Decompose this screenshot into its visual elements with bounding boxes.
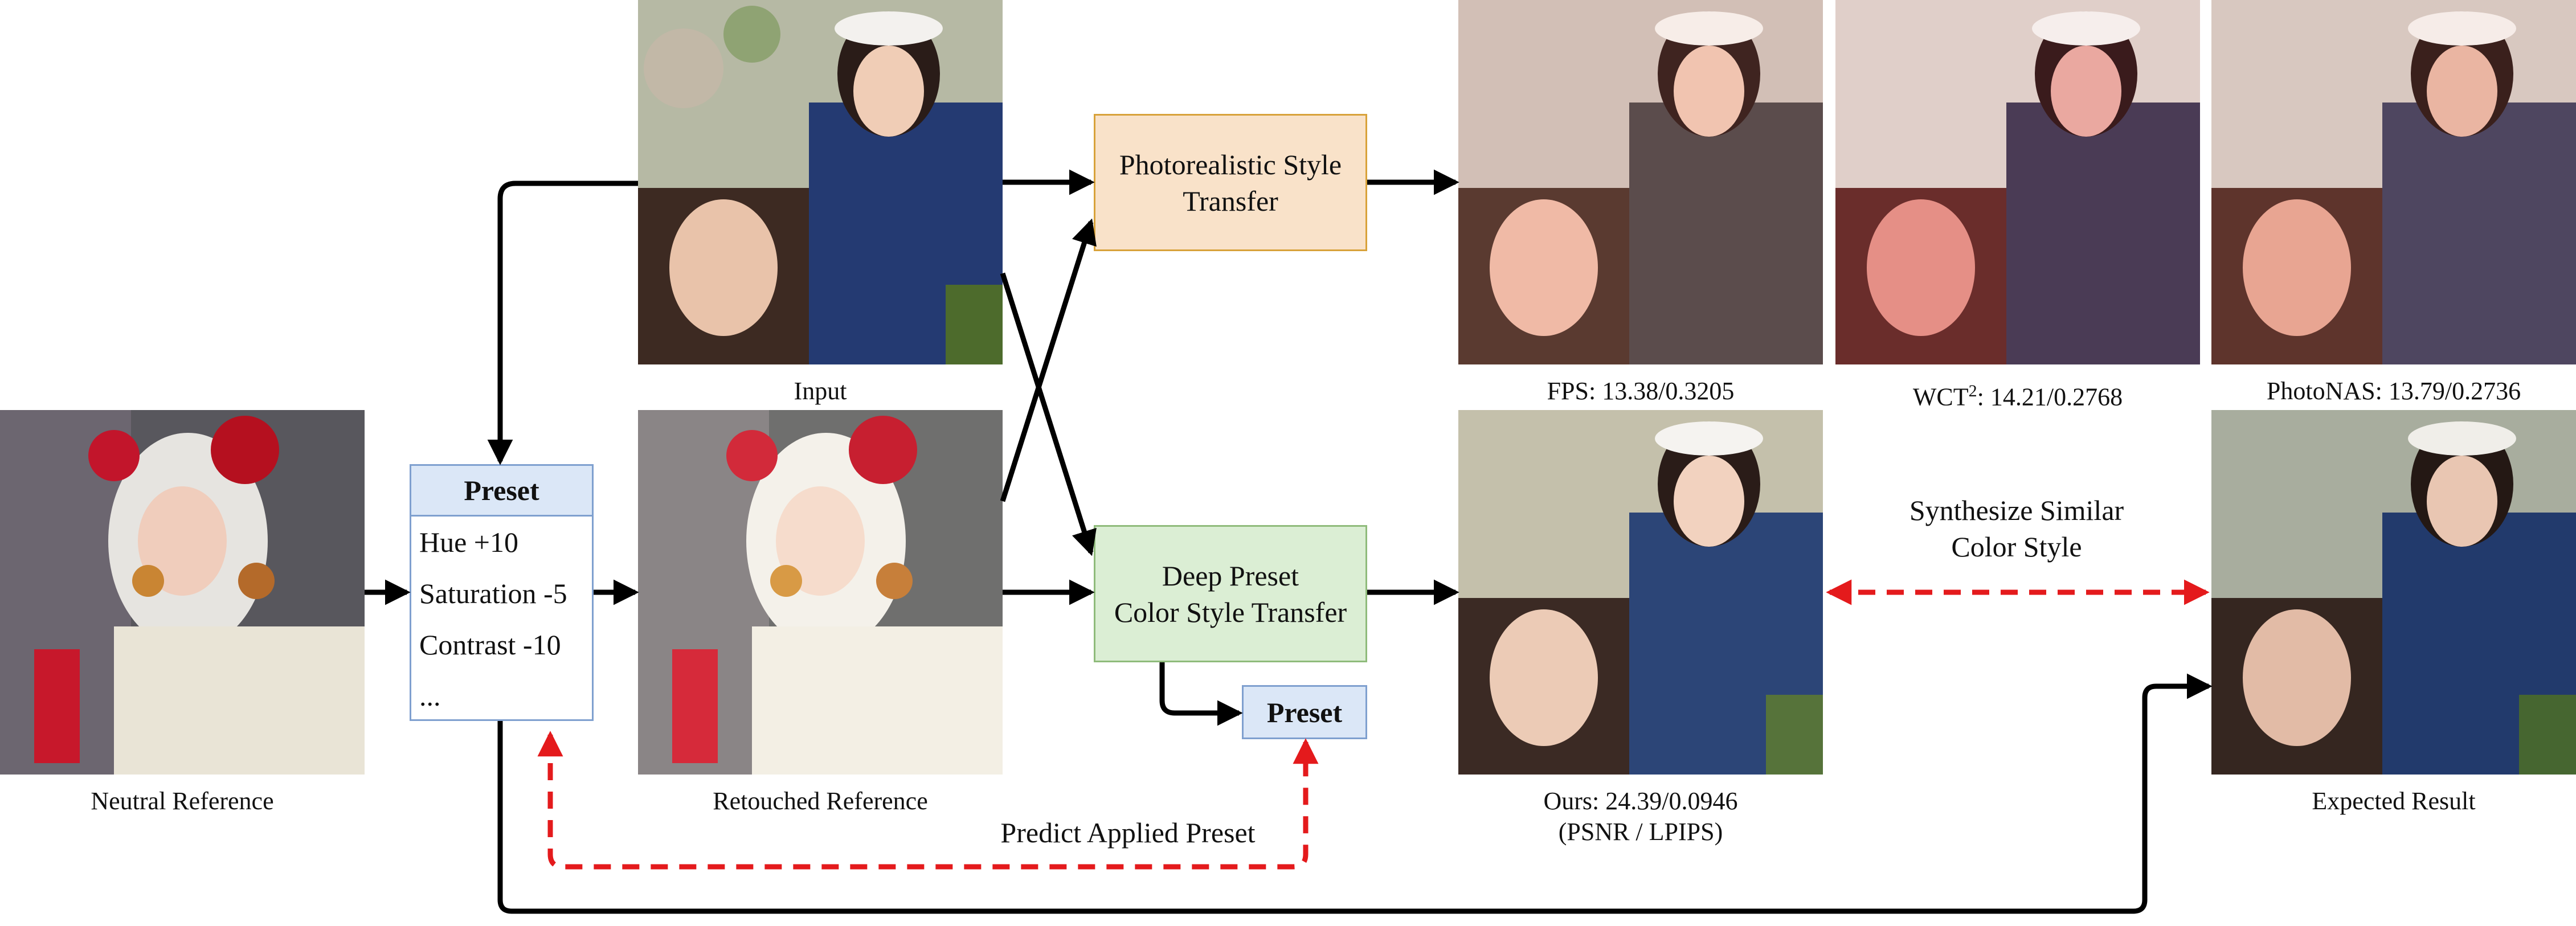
ours-caption-line1: Ours: 24.39/0.0946 xyxy=(1543,787,1738,815)
fps-result-image xyxy=(1458,0,1823,364)
arrow-predict-preset xyxy=(537,731,1319,870)
arrow-input-to-preset xyxy=(487,181,638,465)
expected-result-caption: Expected Result xyxy=(2312,787,2476,815)
photonas-caption: PhotoNAS: 13.79/0.2736 xyxy=(2266,377,2521,405)
photonas-result-image xyxy=(2211,0,2576,364)
predicted-preset-box: Preset xyxy=(1242,685,1367,739)
retouched-reference-caption: Retouched Reference xyxy=(713,787,928,815)
input-caption: Input xyxy=(794,377,847,405)
preset-item-saturation: Saturation -5 xyxy=(419,577,567,609)
input-image xyxy=(638,0,1003,364)
synthesize-label-line1: Synthesize Similar xyxy=(1909,494,2124,526)
fps-caption: FPS: 13.38/0.3205 xyxy=(1547,377,1735,405)
ours-result-image xyxy=(1458,410,1823,775)
wct2-caption-prefix: WCT xyxy=(1912,383,1969,411)
retouched-reference-image xyxy=(638,410,1003,775)
photorealistic-style-transfer-label: Photorealistic Style Transfer xyxy=(1119,148,1342,217)
preset-panel-title: Preset xyxy=(411,466,592,517)
preset-item-hue: Hue +10 xyxy=(419,526,518,558)
neutral-reference-image xyxy=(0,410,365,775)
arrow-input-to-dpst xyxy=(1000,272,1097,556)
preset-item-more: ... xyxy=(419,680,441,712)
synthesize-label-line2: Color Style xyxy=(1951,531,2082,563)
expected-result-image xyxy=(2211,410,2576,775)
wct2-caption-superscript: 2 xyxy=(1968,382,1977,400)
wct2-result-image xyxy=(1835,0,2200,364)
wct2-caption: WCT2: 14.21/0.2768 xyxy=(1835,376,2200,413)
wct2-caption-suffix: : 14.21/0.2768 xyxy=(1977,383,2123,411)
predict-preset-label: Predict Applied Preset xyxy=(1000,817,1256,849)
arrow-dpst-to-preset xyxy=(1159,662,1243,726)
arrow-retouched-to-pst xyxy=(1000,218,1097,502)
preset-item-contrast: Contrast -10 xyxy=(419,629,561,661)
ours-caption-line2: (PSNR / LPIPS) xyxy=(1558,818,1723,846)
photorealistic-style-transfer-box: Photorealistic Style Transfer xyxy=(1094,114,1367,251)
deep-preset-transfer-box: Deep Preset Color Style Transfer xyxy=(1094,525,1367,662)
preset-panel: Preset Hue +10 Saturation -5 Contrast -1… xyxy=(410,464,594,721)
deep-preset-transfer-label: Deep Preset Color Style Transfer xyxy=(1114,559,1347,628)
neutral-reference-caption: Neutral Reference xyxy=(91,787,274,815)
arrow-preset-to-expected xyxy=(497,673,2213,914)
